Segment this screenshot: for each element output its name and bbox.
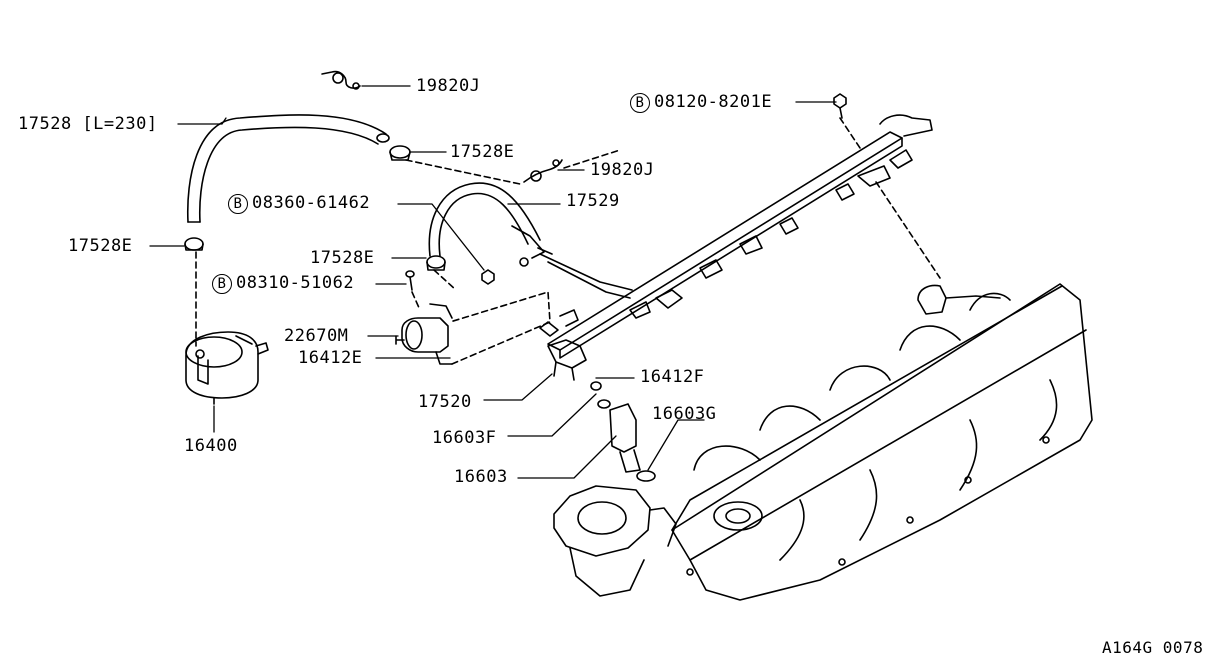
intake-manifold-shape	[671, 283, 1093, 601]
label-filter-16400: 16400	[184, 436, 238, 456]
label-regulator-22670M: 22670M	[284, 326, 349, 346]
bolt-08120-shape	[833, 93, 847, 119]
fuel-filter-shape	[185, 331, 269, 405]
label-hose-17528: 17528 [L=230]	[18, 114, 158, 134]
bolt-08310-shape	[405, 270, 415, 291]
figure-code: A164G 0078	[1102, 638, 1204, 657]
fuel-rail-shape	[539, 114, 933, 359]
bolt-marker-icon: B	[630, 93, 650, 113]
tube-17520-shape	[539, 253, 633, 381]
hose-17529-shape	[428, 182, 553, 267]
label-hose-17529: 17529	[566, 191, 620, 211]
regulator-22670M-shape	[395, 303, 453, 365]
clamp-17528E-top-shape	[389, 145, 411, 161]
label-clamp-17528E-top: 17528E	[450, 142, 515, 162]
label-tube-17520: 17520	[418, 392, 472, 412]
damper-shape	[917, 284, 1001, 315]
label-seal-16603G: 16603G	[652, 404, 717, 424]
throttle-body-shape	[553, 485, 677, 597]
clamp-19820J-top-shape	[321, 70, 361, 90]
label-clamp-19820J-top: 19820J	[416, 76, 481, 96]
clamp-19820J-right-shape	[523, 159, 563, 183]
clamp-17528E-mid-shape	[426, 255, 446, 271]
bolt-marker-icon: B	[212, 274, 232, 294]
bolt-marker-icon: B	[228, 194, 248, 214]
label-seal-16412E: 16412E	[298, 348, 363, 368]
label-insulator-16603F: 16603F	[432, 428, 497, 448]
label-clamp-17528E-mid: 17528E	[310, 248, 375, 268]
hose-17528-shape	[186, 114, 390, 223]
label-clamp-19820J-right: 19820J	[590, 160, 655, 180]
label-seal-16412F: 16412F	[640, 367, 705, 387]
dashed-connectors	[195, 117, 941, 365]
leader-lines	[149, 85, 837, 479]
clamp-17528E-left-shape	[184, 237, 204, 251]
label-clamp-17528E-left: 17528E	[68, 236, 133, 256]
label-injector-16603: 16603	[454, 467, 508, 487]
bolt-08360-shape	[481, 269, 495, 285]
injector-16603-shape	[590, 381, 656, 482]
